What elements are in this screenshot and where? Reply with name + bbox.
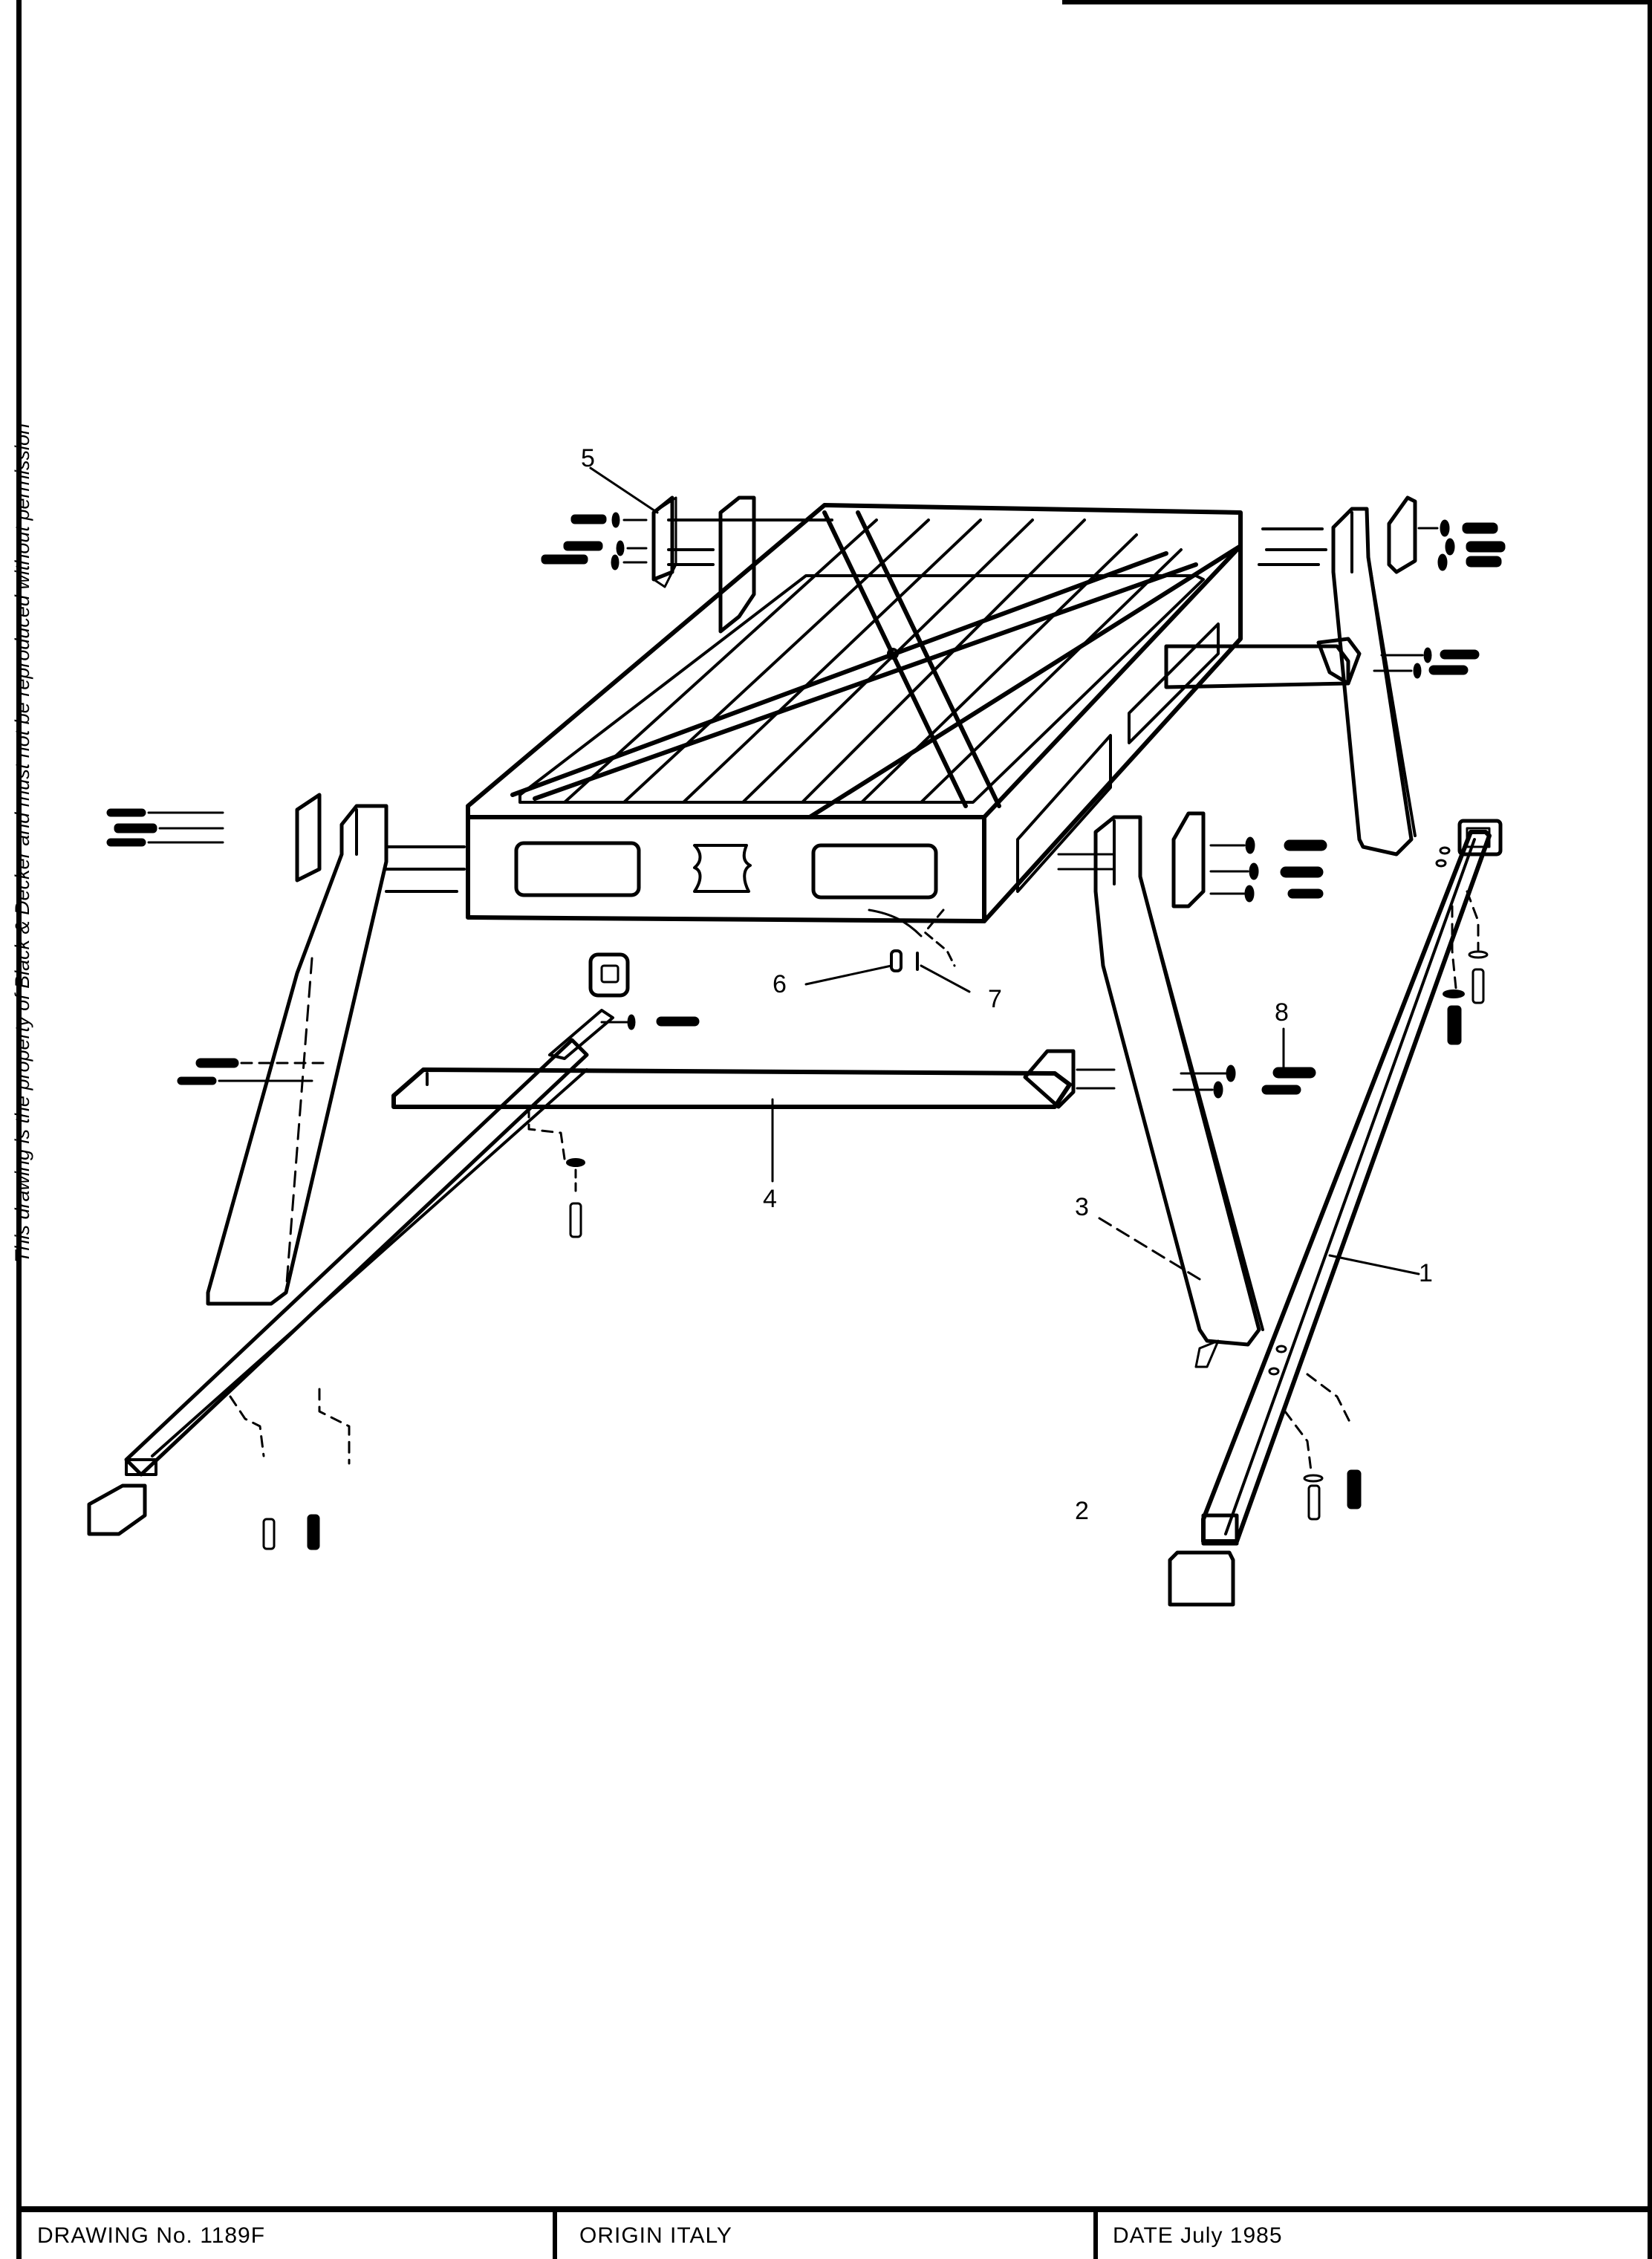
callout-8: 8 [1275,998,1289,1027]
callout-3: 3 [1075,1193,1089,1221]
date-cell: DATE July 1985 [1098,2212,1652,2259]
bench-frame [466,503,1362,923]
drawing-number: DRAWING No. 1189F [37,2223,266,2248]
origin: ORIGIN ITALY [579,2223,732,2248]
drawing-number-cell: DRAWING No. 1189F [16,2212,557,2259]
washer-and-clip [868,909,956,972]
right-long-leg [1168,819,1503,1607]
callout-2: 2 [1075,1497,1089,1525]
callout-5: 5 [581,444,595,472]
hinge-bracket-top-left [541,495,833,634]
sheet-border-top [1062,0,1652,4]
leg-top-right [1258,495,1506,857]
callout-4: 4 [763,1185,777,1213]
leg-left [87,793,589,1550]
rear-leg-with-foot-bracket [1057,811,1327,1368]
sheet-border-right [1648,0,1652,2259]
origin-cell: ORIGIN ITALY [557,2212,1098,2259]
sheet-border-left [16,0,22,2259]
callout-leaders [589,467,1420,1283]
callout-6: 6 [773,970,787,998]
callout-7: 7 [988,985,1002,1013]
date: DATE July 1985 [1113,2223,1283,2248]
callout-1: 1 [1419,1259,1433,1287]
title-block: DRAWING No. 1189F ORIGIN ITALY DATE July… [16,2206,1652,2259]
cross-brace [391,952,1116,1238]
